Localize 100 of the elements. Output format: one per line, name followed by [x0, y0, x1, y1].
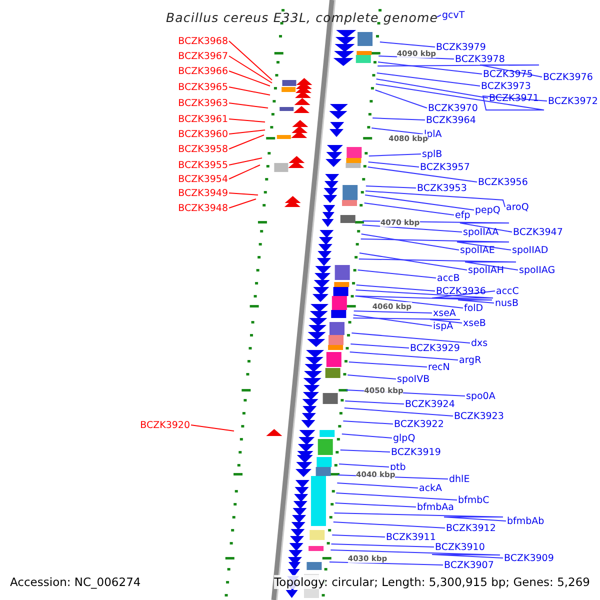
leader-line: [375, 84, 548, 110]
leader-line: [334, 502, 416, 508]
leader-line: [228, 102, 268, 108]
leader-line: [379, 42, 436, 48]
leader-line: [228, 40, 272, 80]
gene-label: BCZK3929: [410, 342, 460, 354]
leader-line: [332, 534, 386, 538]
gene-label: splB: [422, 148, 442, 160]
leader-line: [364, 190, 506, 208]
gene-label: BCZK3954: [178, 174, 228, 184]
leader-line: [228, 164, 260, 180]
leader-line: [341, 434, 392, 438]
leader-line: [374, 90, 428, 108]
gene-label: BCZK3958: [178, 144, 228, 154]
leader-line: [228, 70, 270, 86]
leader-line: [342, 420, 394, 424]
gene-label: BCZK3912: [446, 522, 496, 534]
leader-line: [368, 154, 422, 156]
leader-line: [328, 562, 444, 566]
gene-label: ptb: [390, 462, 406, 472]
leader-line: [228, 158, 262, 166]
gene-label: argR: [459, 354, 482, 366]
leader-line: [362, 224, 462, 232]
leader-line: [340, 450, 390, 452]
leader-line: [358, 252, 468, 270]
gene-label: pepQ: [475, 204, 500, 216]
leader-line: [352, 314, 432, 326]
leader-line: [348, 362, 428, 368]
gene-label: BCZK3963: [178, 98, 228, 108]
leader-line: [352, 318, 462, 324]
leader-line: [376, 78, 488, 98]
gene-label: spoIIAE: [460, 244, 495, 256]
gene-label: recN: [428, 362, 450, 372]
leader-line: [355, 290, 496, 298]
gene-label: accC: [496, 286, 519, 296]
leader-line: [376, 72, 480, 86]
gene-label: spoIVB: [397, 374, 430, 384]
gene-label: BCZK3966: [178, 66, 228, 76]
leader-line: [377, 64, 542, 78]
gene-label: nusB: [495, 298, 519, 308]
gene-label: dhlE: [449, 474, 470, 484]
leader-line: [360, 234, 460, 250]
leader-line: [356, 284, 436, 292]
gene-label: BCZK3961: [178, 114, 228, 124]
leader-line: [228, 86, 270, 96]
leader-line: [360, 238, 512, 250]
gene-label: BCZK3911: [386, 532, 436, 542]
leader-line: [364, 194, 474, 210]
gene-label: BCZK3979: [436, 42, 486, 52]
leader-line: [228, 130, 266, 134]
gene-label: spoIIAD: [512, 244, 548, 256]
leader-line: [364, 202, 454, 216]
leader-line: [354, 296, 494, 304]
gene-label: BCZK3975: [483, 68, 533, 80]
leader-line: [334, 512, 506, 522]
gene-label: BCZK3973: [481, 80, 531, 92]
gene-label: BCZK3953: [417, 182, 467, 194]
gene-label: BCZK3919: [391, 446, 441, 458]
gene-label: BCZK3960: [178, 128, 228, 140]
gene-label: BCZK3978: [455, 54, 505, 64]
leader-line: [338, 464, 390, 468]
gene-label: dxs: [471, 338, 488, 348]
leader-line: [353, 310, 432, 314]
gene-label: efp: [455, 210, 470, 220]
gene-label: BCZK3976: [543, 72, 593, 82]
leader-line: [344, 408, 454, 416]
leader-line: [190, 424, 234, 432]
gene-label: BCZK3968: [178, 36, 228, 46]
gene-label: BCZK3957: [420, 162, 470, 172]
gene-label: spo0A: [466, 390, 496, 402]
title: Bacillus cereus E33L, complete genome: [166, 10, 438, 25]
gene-label: bfmbAb: [507, 516, 544, 526]
leader-line: [332, 522, 446, 528]
gene-label: BCZK3923: [454, 410, 504, 422]
gene-label: bfmbAa: [417, 502, 454, 512]
leader-line: [377, 62, 482, 74]
gene-label: spoIIAG: [519, 264, 556, 276]
leader-line: [228, 118, 266, 122]
gene-label: BCZK3948: [178, 202, 228, 214]
gene-label: BCZK3956: [478, 176, 528, 188]
leader-line: [436, 14, 442, 18]
gene-label: BCZK3949: [178, 188, 228, 198]
leader-line: [228, 192, 258, 196]
gene-label: BCZK3907: [444, 560, 494, 570]
gene-label: ispA: [433, 320, 454, 332]
leader-line: [350, 344, 410, 348]
gene-label: BCZK3947: [513, 226, 563, 238]
gene-label: BCZK3909: [504, 552, 554, 564]
leader-line: [367, 166, 478, 182]
footer-text: Accession: NC_006274: [10, 575, 141, 589]
gene-label: BCZK3964: [426, 114, 476, 126]
leader-line: [351, 332, 470, 344]
gene-label: BCZK3920: [140, 420, 190, 430]
gene-label: xseA: [433, 308, 456, 318]
leader-line: [368, 162, 420, 168]
leader-line: [330, 550, 504, 558]
leader-line: [365, 186, 416, 188]
gene-label: folD: [464, 302, 484, 314]
leader-line: [357, 270, 436, 278]
gene-label: BCZK3924: [405, 398, 455, 410]
